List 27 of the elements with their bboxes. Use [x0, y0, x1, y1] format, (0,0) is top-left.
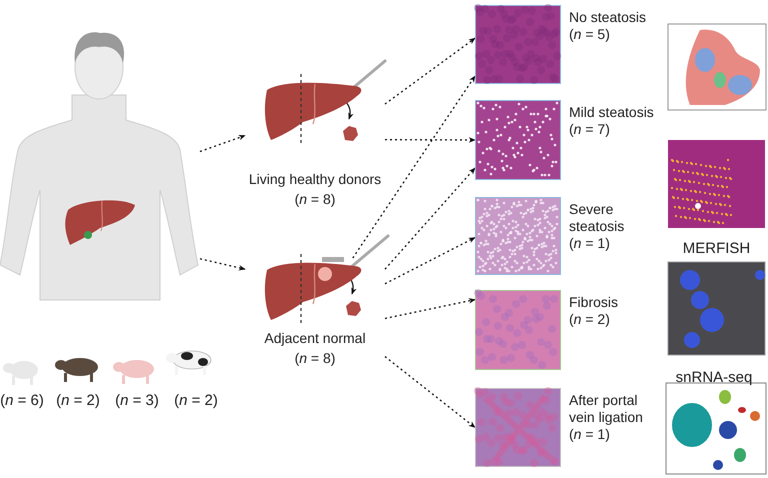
sample-count: (n = 8) [294, 191, 336, 208]
arrow [384, 236, 476, 284]
sample-count: (n = 2) [173, 392, 219, 409]
group-label: Living healthy donors [248, 171, 382, 188]
arrow [200, 134, 246, 152]
sample-count: (n = 7) [569, 121, 611, 138]
sample-count: (n = 2) [55, 392, 101, 409]
sample-count: (n = 2) [569, 311, 611, 328]
arrow [384, 356, 476, 428]
sample-count: (n = 1) [569, 426, 611, 443]
arrow [384, 38, 476, 105]
sample-count: (n = 3) [114, 392, 160, 409]
arrow [200, 258, 246, 270]
condition-label: Mild steatosis [569, 104, 655, 121]
method-label: snRNA-seq [674, 369, 754, 386]
sample-count: (n = 6) [0, 392, 44, 409]
arrow [384, 298, 476, 320]
sample-count: (n = 5) [569, 26, 611, 43]
sample-count: (n = 1) [569, 235, 611, 252]
condition-label: Fibrosis [569, 294, 620, 311]
sample-count: (n = 8) [294, 350, 336, 367]
arrow [385, 137, 476, 143]
condition-label: No steatosis [569, 9, 648, 26]
arrow [384, 167, 476, 270]
arrow [352, 76, 476, 258]
group-label: Adjacent normal [263, 330, 367, 347]
method-label: MERFISH [682, 240, 752, 257]
